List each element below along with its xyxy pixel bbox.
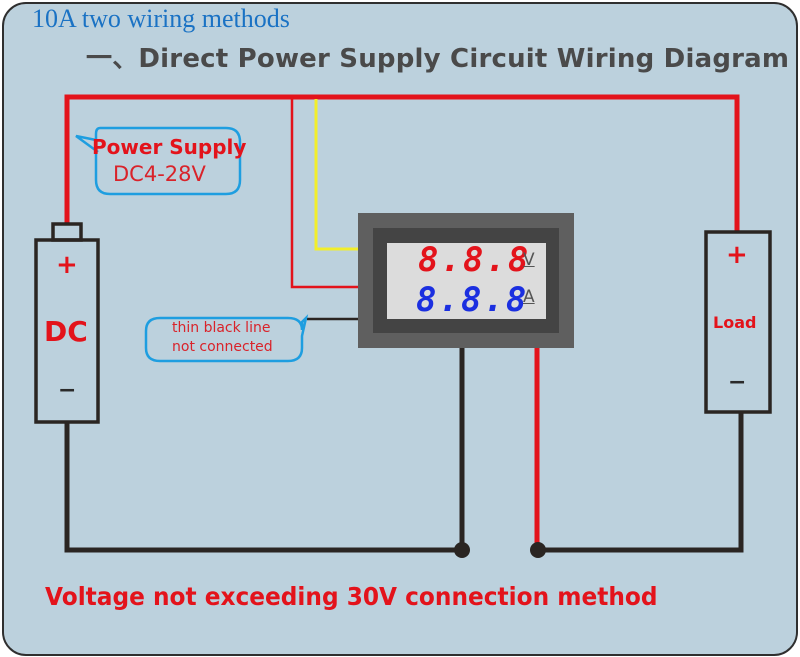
red-wire-top-bus [64,94,740,232]
current-display: 8.8.8 [416,280,529,320]
footer-caption: Voltage not exceeding 30V connection met… [45,582,658,611]
junction-dot-right [530,542,546,558]
load-minus-sign: − [728,370,747,395]
yellow-wire-to-meter [314,99,358,251]
battery-label: DC [44,315,88,348]
battery-terminal [51,222,83,242]
note-line-2: not connected [172,339,273,355]
junction-dot-left [454,542,470,558]
power-supply-label: Power Supply [92,135,247,159]
power-supply-range: DC4-28V [113,162,206,186]
voltage-display: 8.8.8 [418,240,531,280]
current-unit-label: A [523,287,535,307]
black-wire-load-return [537,412,744,553]
black-wire-bottom [64,347,465,553]
power-supply-callout-bubble [75,126,242,196]
load-body [704,230,772,414]
load-plus-sign: + [726,240,748,270]
red-thin-wire-to-meter [290,97,358,289]
battery-plus-sign: + [56,250,78,280]
voltage-unit-label: V [523,250,535,270]
diagram-subtitle: 一、Direct Power Supply Circuit Wiring Dia… [86,44,790,74]
load-label: Load [713,313,757,332]
note-line-1: thin black line [172,320,271,336]
note-callout-bubble [144,314,309,363]
meter-screen [387,243,546,319]
page-title: 10A two wiring methods [32,4,290,33]
battery-minus-sign: − [58,378,77,403]
